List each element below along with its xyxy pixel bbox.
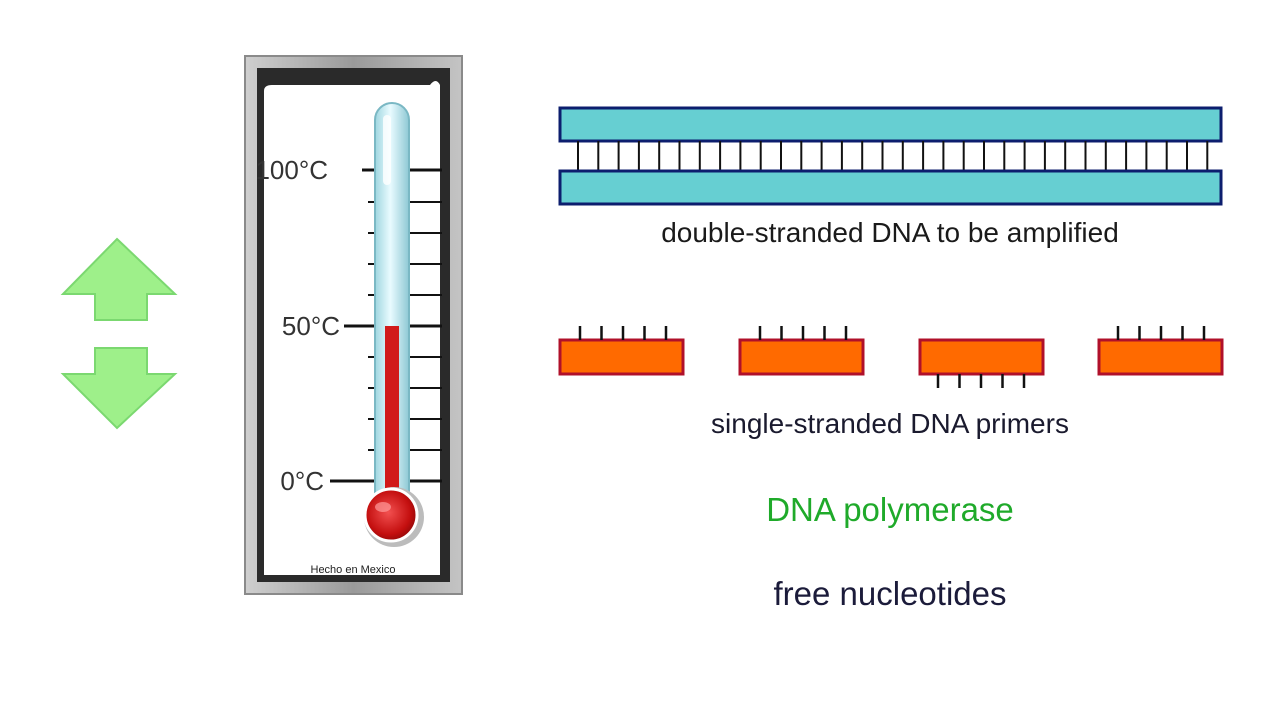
primer-2 — [738, 326, 865, 376]
polymerase-label: DNA polymerase — [766, 491, 1014, 528]
base-pair-rungs — [577, 141, 1209, 171]
primers-group — [558, 326, 1224, 388]
temperature-arrows[interactable] — [60, 236, 180, 432]
scale-label-50: 50°C — [282, 311, 340, 341]
mercury-column — [385, 326, 399, 506]
primer-3 — [918, 338, 1045, 388]
dna-strand-top — [558, 106, 1223, 143]
up-arrow-icon[interactable] — [60, 237, 178, 321]
primers-label: single-stranded DNA primers — [711, 408, 1069, 439]
thermometer-brand-text: Hecho en Mexico — [311, 564, 396, 576]
thermometer: 100°C 50°C 0°C Hecho en Mexico — [244, 55, 463, 595]
dna-strand-bottom — [558, 169, 1223, 206]
down-arrow-icon[interactable] — [60, 347, 178, 430]
scale-label-100: 100°C — [255, 155, 328, 185]
scale-label-0: 0°C — [280, 466, 324, 496]
primer-1 — [558, 326, 685, 376]
thermometer-bulb — [363, 487, 424, 547]
double-strand-label: double-stranded DNA to be amplified — [661, 217, 1119, 248]
double-stranded-dna — [558, 106, 1223, 206]
nucleotides-label: free nucleotides — [773, 575, 1007, 612]
thermometer-tube — [374, 102, 410, 514]
primer-4 — [1097, 326, 1224, 376]
scale-major-ticks-left — [330, 168, 376, 483]
